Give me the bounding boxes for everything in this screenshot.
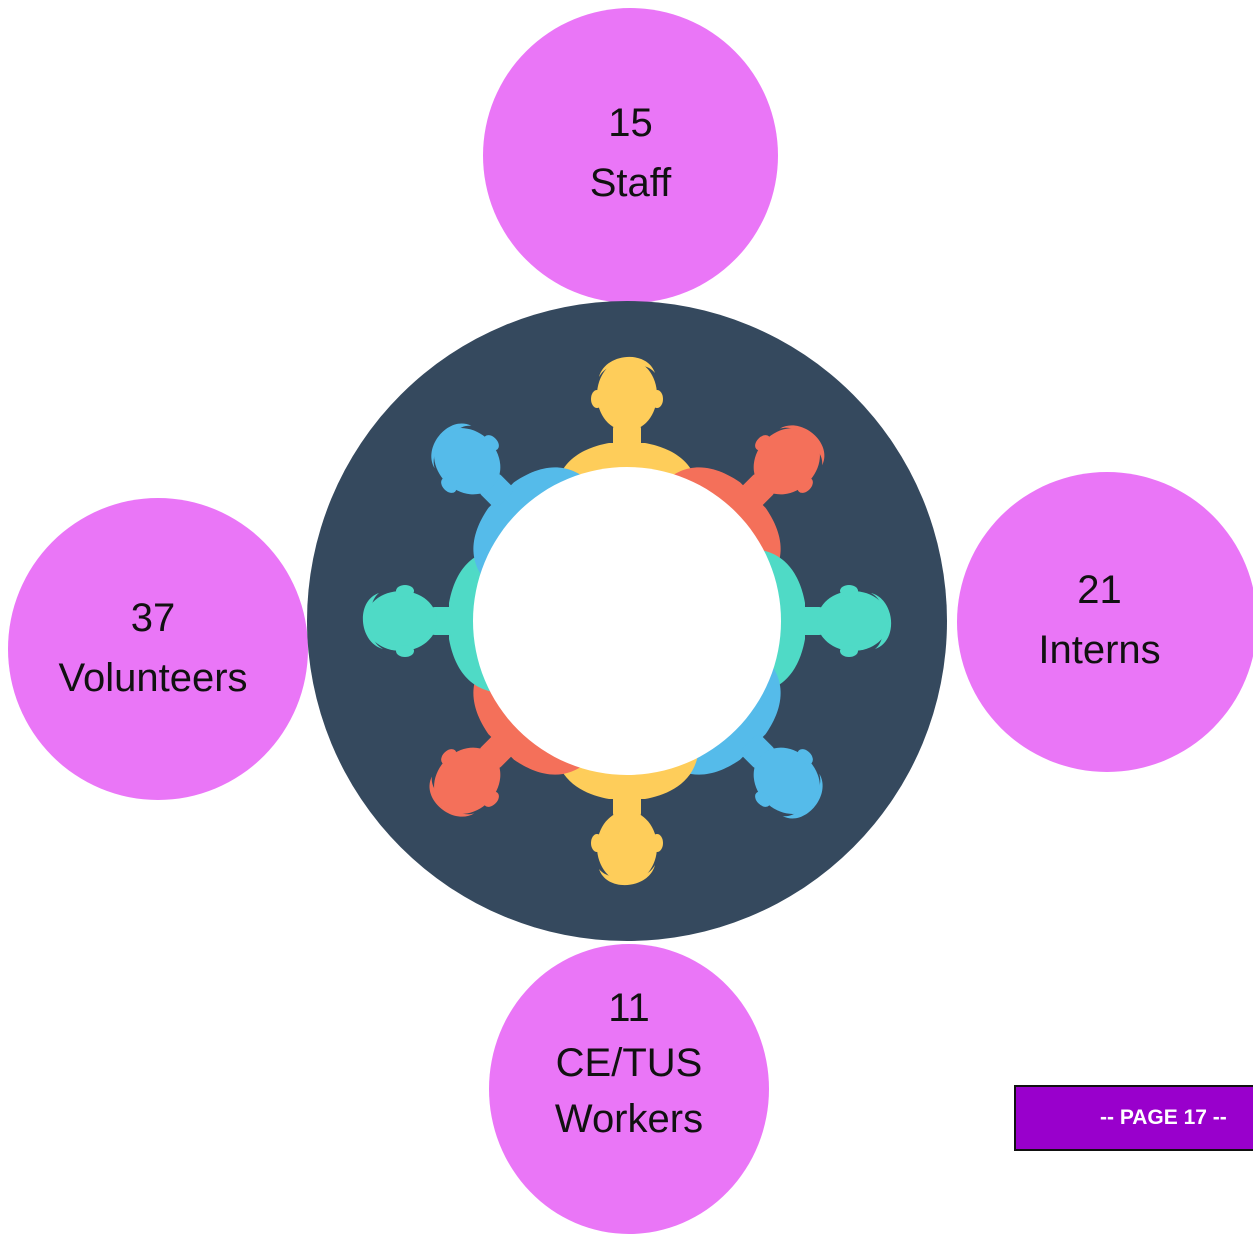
- interns-bubble: 21 Interns: [957, 472, 1253, 772]
- volunteers-bubble: 37 Volunteers: [8, 498, 308, 800]
- workers-label-line1: CE/TUS: [555, 1041, 703, 1086]
- volunteers-count: 37: [130, 595, 176, 640]
- team-circle-icon: [307, 301, 947, 941]
- interns-count: 21: [1077, 567, 1122, 612]
- workers-bubble: 11 CE/TUS Workers: [489, 944, 769, 1234]
- staff-count: 15: [608, 100, 653, 145]
- page-number-label: -- PAGE 17 --: [1100, 1106, 1227, 1129]
- workers-label-line2: Workers: [554, 1096, 704, 1141]
- workers-count: 11: [608, 986, 650, 1031]
- volunteers-label: Volunteers: [58, 655, 248, 700]
- staff-label: Staff: [589, 160, 672, 205]
- staff-bubble: 15 Staff: [483, 8, 778, 303]
- page-number-badge: -- PAGE 17 --: [1014, 1085, 1253, 1151]
- center-table: [473, 467, 781, 775]
- interns-label: Interns: [1038, 627, 1161, 672]
